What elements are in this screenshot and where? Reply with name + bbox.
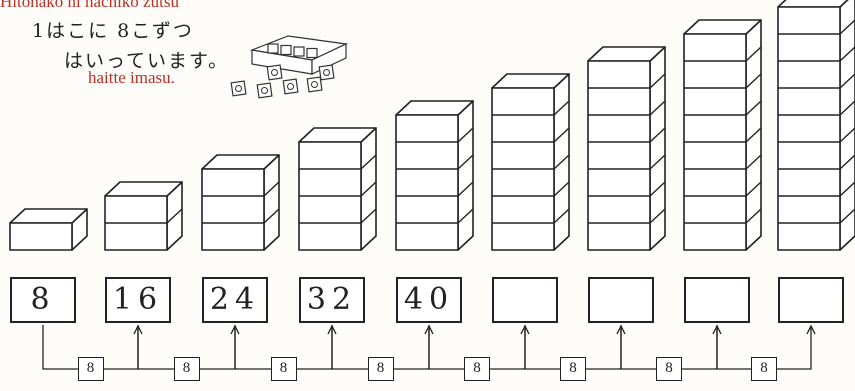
candy-icon bbox=[267, 65, 282, 80]
step-box: 8 bbox=[271, 357, 297, 381]
stack-front-face bbox=[396, 115, 458, 250]
stack-front-face bbox=[10, 223, 72, 250]
candy-icon bbox=[307, 49, 317, 58]
stack-side-face bbox=[458, 101, 473, 250]
box-stack bbox=[588, 47, 665, 250]
answer-box: 24 bbox=[202, 277, 268, 323]
step-box: 8 bbox=[656, 357, 682, 381]
stack-side-face bbox=[650, 47, 665, 250]
candy-icon bbox=[231, 81, 246, 96]
stack-side-face bbox=[264, 155, 279, 250]
step-box: 8 bbox=[174, 357, 200, 381]
answer-box: 32 bbox=[299, 277, 365, 323]
romaji-title: Hitohako ni hachiko zutsu bbox=[0, 0, 179, 12]
box-stack bbox=[299, 128, 376, 250]
step-box: 8 bbox=[464, 357, 490, 381]
candy-icon bbox=[281, 46, 291, 55]
step-box: 8 bbox=[751, 357, 777, 381]
box-stack bbox=[492, 74, 569, 250]
answer-box-empty[interactable] bbox=[778, 277, 844, 323]
box-stack bbox=[396, 101, 473, 250]
instruction-line-1: 1はこに 8こずつ bbox=[32, 16, 194, 43]
step-box: 8 bbox=[78, 357, 104, 381]
candy-icon bbox=[319, 65, 334, 80]
box-stack bbox=[684, 20, 761, 250]
box-stack bbox=[202, 155, 279, 250]
answer-box-empty[interactable] bbox=[588, 277, 654, 323]
candy-box-illustration bbox=[231, 36, 346, 98]
box-stack bbox=[10, 209, 87, 250]
answer-box-empty[interactable] bbox=[684, 277, 750, 323]
stack-side-face bbox=[840, 0, 855, 250]
box-stack bbox=[778, 0, 855, 250]
stack-front-face bbox=[202, 169, 264, 250]
romaji-subtitle: haitte imasu. bbox=[88, 68, 175, 88]
answer-box-empty[interactable] bbox=[492, 277, 558, 323]
candy-icon bbox=[294, 47, 304, 56]
candy-icon bbox=[307, 77, 322, 92]
answer-box: 16 bbox=[105, 277, 171, 323]
step-box: 8 bbox=[368, 357, 394, 381]
box-stack bbox=[105, 182, 182, 250]
candy-icon bbox=[283, 79, 298, 94]
answer-box: 40 bbox=[396, 277, 462, 323]
candy-icon bbox=[257, 83, 272, 98]
stack-front-face bbox=[588, 61, 650, 250]
stack-front-face bbox=[778, 7, 840, 250]
step-box: 8 bbox=[560, 357, 586, 381]
answer-box: 8 bbox=[10, 277, 76, 323]
candy-icon bbox=[268, 44, 278, 53]
